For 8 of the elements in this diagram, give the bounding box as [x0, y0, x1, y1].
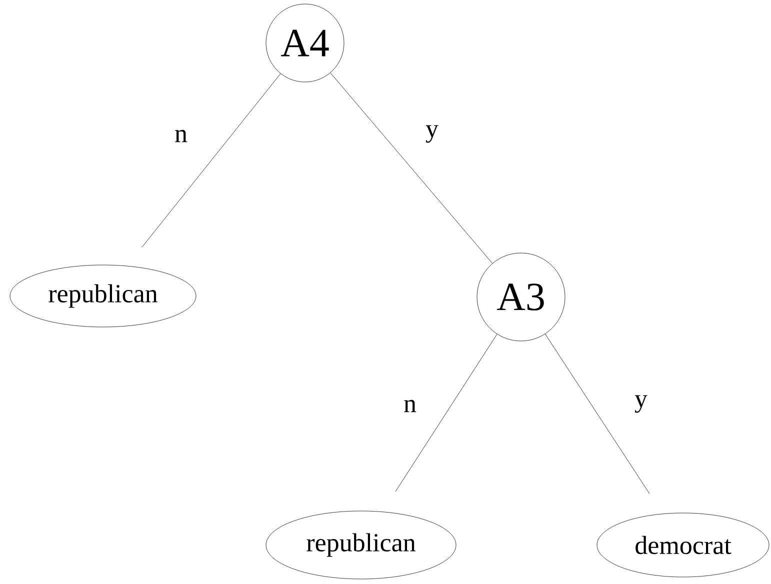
connector-line	[330, 72, 493, 264]
connector-line	[142, 73, 281, 248]
edge-label: y	[424, 124, 440, 144]
connector-line	[544, 334, 650, 494]
edge-label: n	[402, 398, 418, 414]
connector-line	[395, 334, 498, 492]
edge-label: y	[634, 394, 648, 414]
edge-label: n	[174, 128, 188, 144]
